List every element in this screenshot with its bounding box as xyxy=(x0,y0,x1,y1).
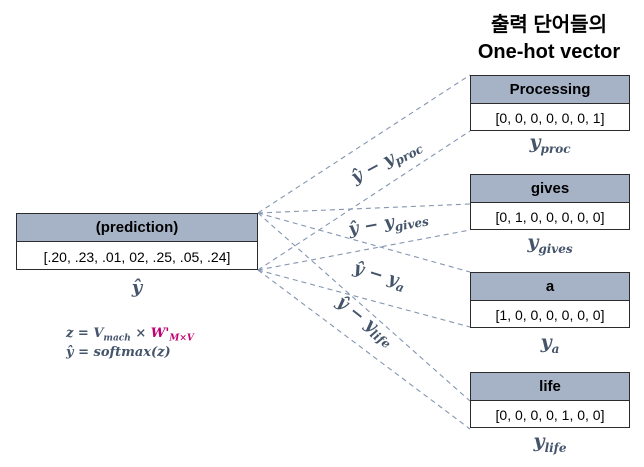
word-label-gives: ygives xyxy=(470,231,630,256)
prediction-header: (prediction) xyxy=(17,214,257,242)
word-header: Processing xyxy=(471,76,629,104)
formula-z-w-sub: M×V xyxy=(169,333,194,344)
word-header: gives xyxy=(471,175,629,203)
word-box-a: a [1, 0, 0, 0, 0, 0, 0] xyxy=(470,272,630,328)
word-label-life: ylife xyxy=(470,430,630,455)
formula-z-times: × xyxy=(130,326,151,341)
word-label-sub: proc xyxy=(540,141,571,156)
formula-z-w: W' xyxy=(150,326,170,341)
word-label-sub: a xyxy=(551,341,560,356)
diagram-title: 출력 단어들의 One-hot vector xyxy=(468,12,630,66)
word-header: life xyxy=(471,373,629,401)
word-vector: [0, 1, 0, 0, 0, 0, 0] xyxy=(495,209,605,225)
word-label-sub: life xyxy=(544,440,567,455)
word-vector: [1, 0, 0, 0, 0, 0, 0] xyxy=(495,307,605,323)
word-label-main: y xyxy=(533,430,545,452)
connector-top-to-life xyxy=(257,212,471,402)
formula-z-v: V xyxy=(93,326,104,341)
word-label-main: y xyxy=(529,131,541,153)
title-line-1: 출력 단어들의 xyxy=(491,14,607,36)
word-label-main: y xyxy=(540,331,552,353)
word-header: a xyxy=(471,273,629,301)
title-line-2: One-hot vector xyxy=(477,41,621,63)
connector-top-to-proc xyxy=(257,74,471,214)
connector-top-to-a xyxy=(257,212,471,273)
word-label-main: y xyxy=(527,231,539,253)
prediction-box: (prediction) [.20, .23, .01, 02, .25, .0… xyxy=(16,213,258,270)
connector-bottom-to-life xyxy=(257,269,471,430)
prediction-values: [.20, .23, .01, 02, .25, .05, .24] xyxy=(43,248,231,265)
word-label-proc: yproc xyxy=(470,131,630,156)
word-label-sub: gives xyxy=(538,241,573,256)
formula-z-v-sub: mach xyxy=(103,333,131,344)
formula-z-lhs: z = xyxy=(66,326,94,341)
prediction-label: ŷ xyxy=(131,277,143,298)
connector-bottom-to-a xyxy=(257,269,471,328)
word-label-a: ya xyxy=(470,331,630,356)
word-vector: [0, 0, 0, 0, 1, 0, 0] xyxy=(495,407,605,423)
connector-top-to-gives xyxy=(257,203,471,214)
formula-z: z = Vmach × W'M×V xyxy=(66,326,194,344)
word-box-gives: gives [0, 1, 0, 0, 0, 0, 0] xyxy=(470,174,630,230)
word-box-processing: Processing [0, 0, 0, 0, 0, 0, 1] xyxy=(470,75,630,131)
word-box-life: life [0, 0, 0, 0, 1, 0, 0] xyxy=(470,372,630,428)
connector-bottom-to-proc xyxy=(257,130,471,271)
formula-softmax: ŷ = softmax(z) xyxy=(66,345,171,360)
word-vector: [0, 0, 0, 0, 0, 0, 1] xyxy=(495,110,605,126)
